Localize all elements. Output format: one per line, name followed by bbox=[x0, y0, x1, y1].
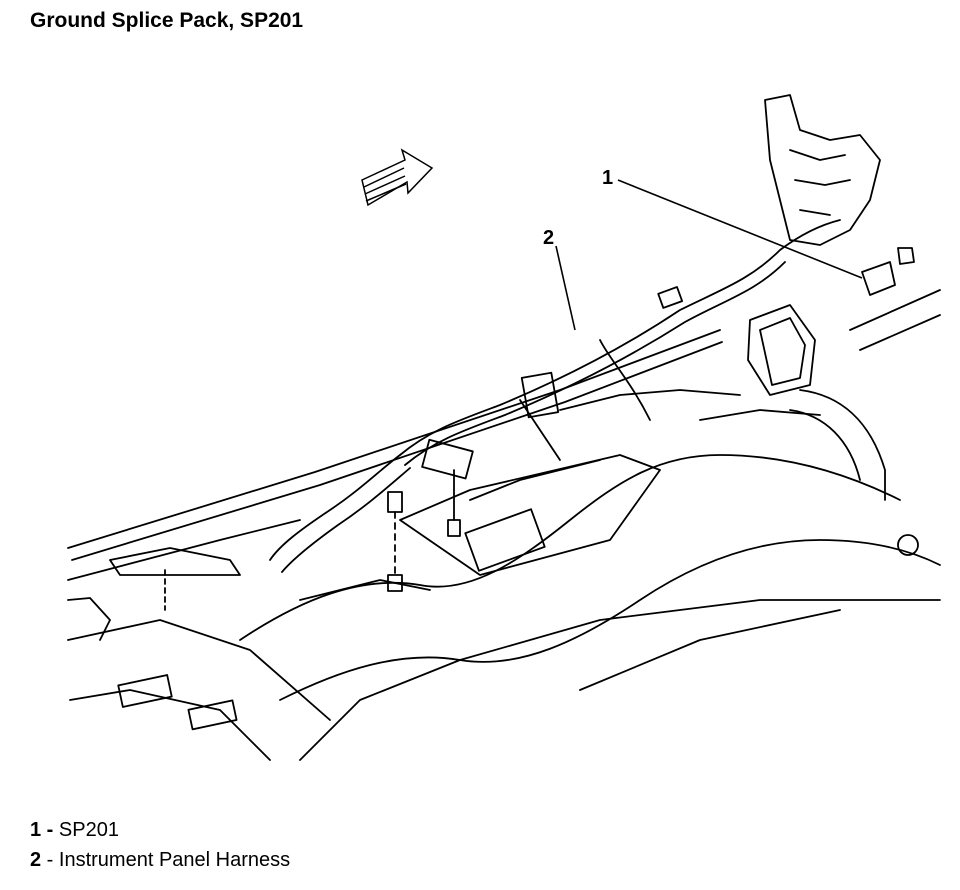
legend-number: 2 bbox=[30, 849, 42, 871]
legend-label: Instrument Panel Harness bbox=[58, 849, 291, 871]
dash-connector-detail bbox=[789, 149, 851, 216]
mount-bracket-inner bbox=[759, 317, 806, 386]
legend-number: 1 bbox=[30, 819, 42, 841]
left-crossmember bbox=[109, 547, 241, 576]
right-floor-edge-2 bbox=[859, 314, 941, 351]
sp201-splice-pack bbox=[861, 261, 896, 296]
console-outline bbox=[399, 454, 661, 576]
harness-connector-center bbox=[421, 438, 474, 480]
floor-rear-edge bbox=[579, 609, 841, 691]
floor-drain-plug bbox=[897, 534, 919, 556]
floor-detail-line-4 bbox=[299, 579, 431, 601]
legend-item-1: 1 - SP201 bbox=[30, 819, 119, 841]
floor-tunnel-lower bbox=[279, 539, 941, 701]
floor-detail-line-1 bbox=[469, 459, 601, 501]
harness-branch-down bbox=[519, 399, 561, 461]
ground-stud-left bbox=[387, 491, 403, 513]
right-floor-edge bbox=[849, 289, 941, 331]
floor-cutout-1 bbox=[117, 674, 173, 708]
ground-stud-center bbox=[447, 519, 461, 537]
floor-cutout-2 bbox=[187, 699, 238, 731]
harness-trunk bbox=[399, 219, 841, 456]
wheelhouse-right bbox=[799, 389, 886, 501]
floor-edge-upper bbox=[67, 329, 721, 549]
page-title: Ground Splice Pack, SP201 bbox=[30, 9, 304, 32]
harness-connector-mid bbox=[520, 371, 560, 419]
floor-panel-left bbox=[67, 619, 331, 721]
harness-connector-rear bbox=[657, 286, 684, 309]
legend-item-2: 2 - Instrument Panel Harness bbox=[30, 849, 291, 871]
harness-diagram: 1 2 bbox=[67, 94, 941, 761]
floor-pan-outline bbox=[299, 599, 941, 761]
callout-legend: 1 - SP201 2 - Instrument Panel Harness bbox=[30, 815, 290, 875]
callout-2-marker: 2 bbox=[543, 227, 554, 249]
harness-branch-left bbox=[269, 454, 401, 561]
wheelhouse-right-inner bbox=[789, 409, 861, 481]
leader-line-1 bbox=[617, 179, 863, 279]
legend-label: SP201 bbox=[58, 819, 119, 841]
floor-edge-upper-inner bbox=[71, 341, 723, 561]
floor-detail-line-3 bbox=[699, 409, 821, 421]
harness-branch-left-edge bbox=[281, 467, 411, 573]
leader-line-2 bbox=[555, 245, 576, 331]
floor-panel-left-2 bbox=[69, 689, 271, 761]
harness-branch-center bbox=[599, 339, 651, 421]
left-sill bbox=[67, 597, 111, 641]
floor-detail-line-2 bbox=[559, 389, 741, 411]
floor-edge-lower bbox=[67, 519, 301, 581]
callout-1-marker: 1 bbox=[602, 167, 613, 189]
mount-bracket bbox=[747, 304, 816, 396]
harness-trunk-edge bbox=[404, 261, 786, 466]
sp201-bolt bbox=[897, 247, 915, 265]
floor-tunnel bbox=[239, 454, 901, 641]
ground-stud-left-base bbox=[387, 574, 403, 592]
floor-cutout-3 bbox=[464, 508, 546, 572]
direction-arrow-icon bbox=[361, 148, 434, 207]
dash-connector-cluster bbox=[764, 94, 881, 246]
